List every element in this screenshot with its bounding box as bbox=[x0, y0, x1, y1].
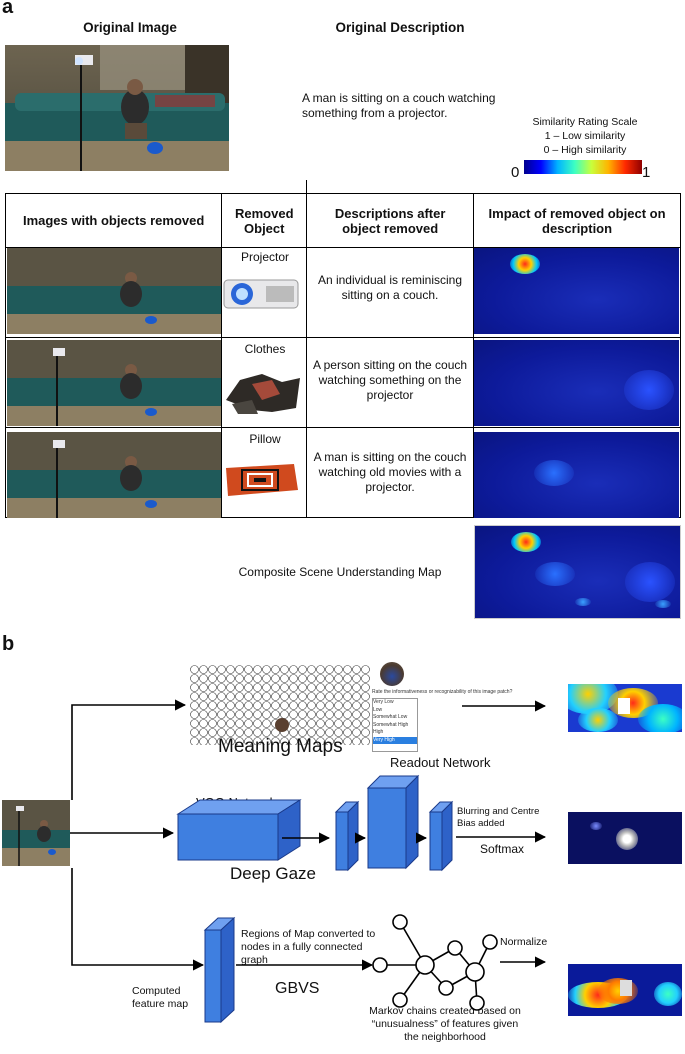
rating-option[interactable]: Low bbox=[373, 706, 383, 713]
rating-option[interactable]: Very Low bbox=[373, 699, 394, 705]
feature-map-block bbox=[203, 916, 236, 1024]
removed-object-label: Projector bbox=[240, 250, 290, 264]
scale-low-line: 1 – Low similarity bbox=[544, 130, 626, 142]
panel-b-label: b bbox=[2, 633, 15, 655]
scene-without-pillow bbox=[7, 432, 221, 518]
readout-network-block bbox=[366, 774, 420, 870]
projector-image bbox=[222, 270, 302, 320]
similarity-scale-legend: Similarity Rating Scale 1 – Low similari… bbox=[510, 115, 660, 157]
deep-gaze-label: Deep Gaze bbox=[230, 864, 316, 883]
fully-connected-graph bbox=[372, 914, 498, 1011]
deep-gaze-output bbox=[568, 812, 682, 864]
removed-object-label: Pillow bbox=[249, 432, 281, 446]
original-scene-photo bbox=[5, 45, 229, 171]
scene-without-projector bbox=[7, 248, 221, 334]
meaning-maps-grid bbox=[190, 665, 370, 745]
vgg-network-block bbox=[176, 799, 302, 861]
original-image-title: Original Image bbox=[83, 20, 177, 35]
scale-colorbar bbox=[524, 160, 642, 174]
pillow-image bbox=[222, 460, 302, 500]
gbvs-output bbox=[568, 964, 682, 1016]
description-row-1: An individual is reminiscing sitting on … bbox=[317, 273, 463, 302]
input-scene-photo bbox=[2, 800, 70, 866]
softmax-label: Softmax bbox=[480, 842, 525, 856]
impact-map-projector bbox=[474, 248, 679, 334]
clothes-image bbox=[222, 360, 302, 418]
readout-network-label: Readout Network bbox=[390, 755, 491, 770]
rating-option[interactable]: Somewhat High bbox=[373, 721, 409, 728]
rating-prompt: Rate the informativeness or recognizabil… bbox=[372, 689, 513, 695]
description-row-3: A man is sitting on the couch watching o… bbox=[313, 450, 467, 494]
panel-a-label: a bbox=[2, 0, 14, 18]
composite-label: Composite Scene Understanding Map bbox=[238, 565, 442, 579]
readout-slab-2 bbox=[428, 800, 454, 872]
scale-max-label: 1 bbox=[642, 164, 651, 181]
rating-option[interactable]: High bbox=[373, 729, 384, 735]
arrow-to-feature-map bbox=[71, 868, 205, 971]
original-description-text: A man is sitting on a couch watching som… bbox=[302, 91, 496, 120]
scale-min-label: 0 bbox=[511, 164, 520, 181]
header-images: Images with objects removed bbox=[4, 193, 223, 248]
original-description-title: Original Description bbox=[335, 20, 465, 35]
arrow-to-meaning-maps bbox=[71, 699, 187, 800]
pipeline-diagram bbox=[70, 699, 547, 1024]
rating-option-list[interactable]: Very Low Low Somewhat Low Somewhat High … bbox=[372, 698, 418, 752]
header-impact: Impact of removed object on description bbox=[473, 193, 681, 248]
removed-object-label: Clothes bbox=[244, 342, 286, 356]
computed-feature-map-label: Computed feature map bbox=[132, 985, 189, 1010]
image-patch-thumbnail bbox=[380, 662, 404, 686]
blurring-label: Blurring and Centre Bias added bbox=[457, 806, 540, 829]
regions-to-nodes-text: Regions of Map converted to nodes in a f… bbox=[241, 928, 376, 966]
header-descriptions: Descriptions after object removed bbox=[306, 193, 475, 248]
rating-option-selected[interactable]: Very High bbox=[373, 736, 417, 744]
impact-map-pillow bbox=[474, 432, 679, 518]
rating-option[interactable]: Somewhat Low bbox=[373, 714, 408, 720]
scale-high-line: 0 – High similarity bbox=[543, 144, 627, 156]
scale-title: Similarity Rating Scale bbox=[532, 116, 638, 128]
meaning-maps-label: Meaning Maps bbox=[218, 736, 343, 757]
description-row-2: A person sitting on the couch watching s… bbox=[312, 358, 468, 402]
scene-without-clothes bbox=[7, 340, 221, 426]
normalize-label: Normalize bbox=[500, 936, 548, 948]
composite-scene-map bbox=[474, 525, 681, 619]
meaning-map-output bbox=[568, 684, 682, 732]
header-removed-object: Removed Object bbox=[221, 193, 308, 248]
readout-slab-1 bbox=[334, 800, 360, 872]
impact-map-clothes bbox=[474, 340, 679, 426]
gbvs-label: GBVS bbox=[275, 980, 320, 997]
